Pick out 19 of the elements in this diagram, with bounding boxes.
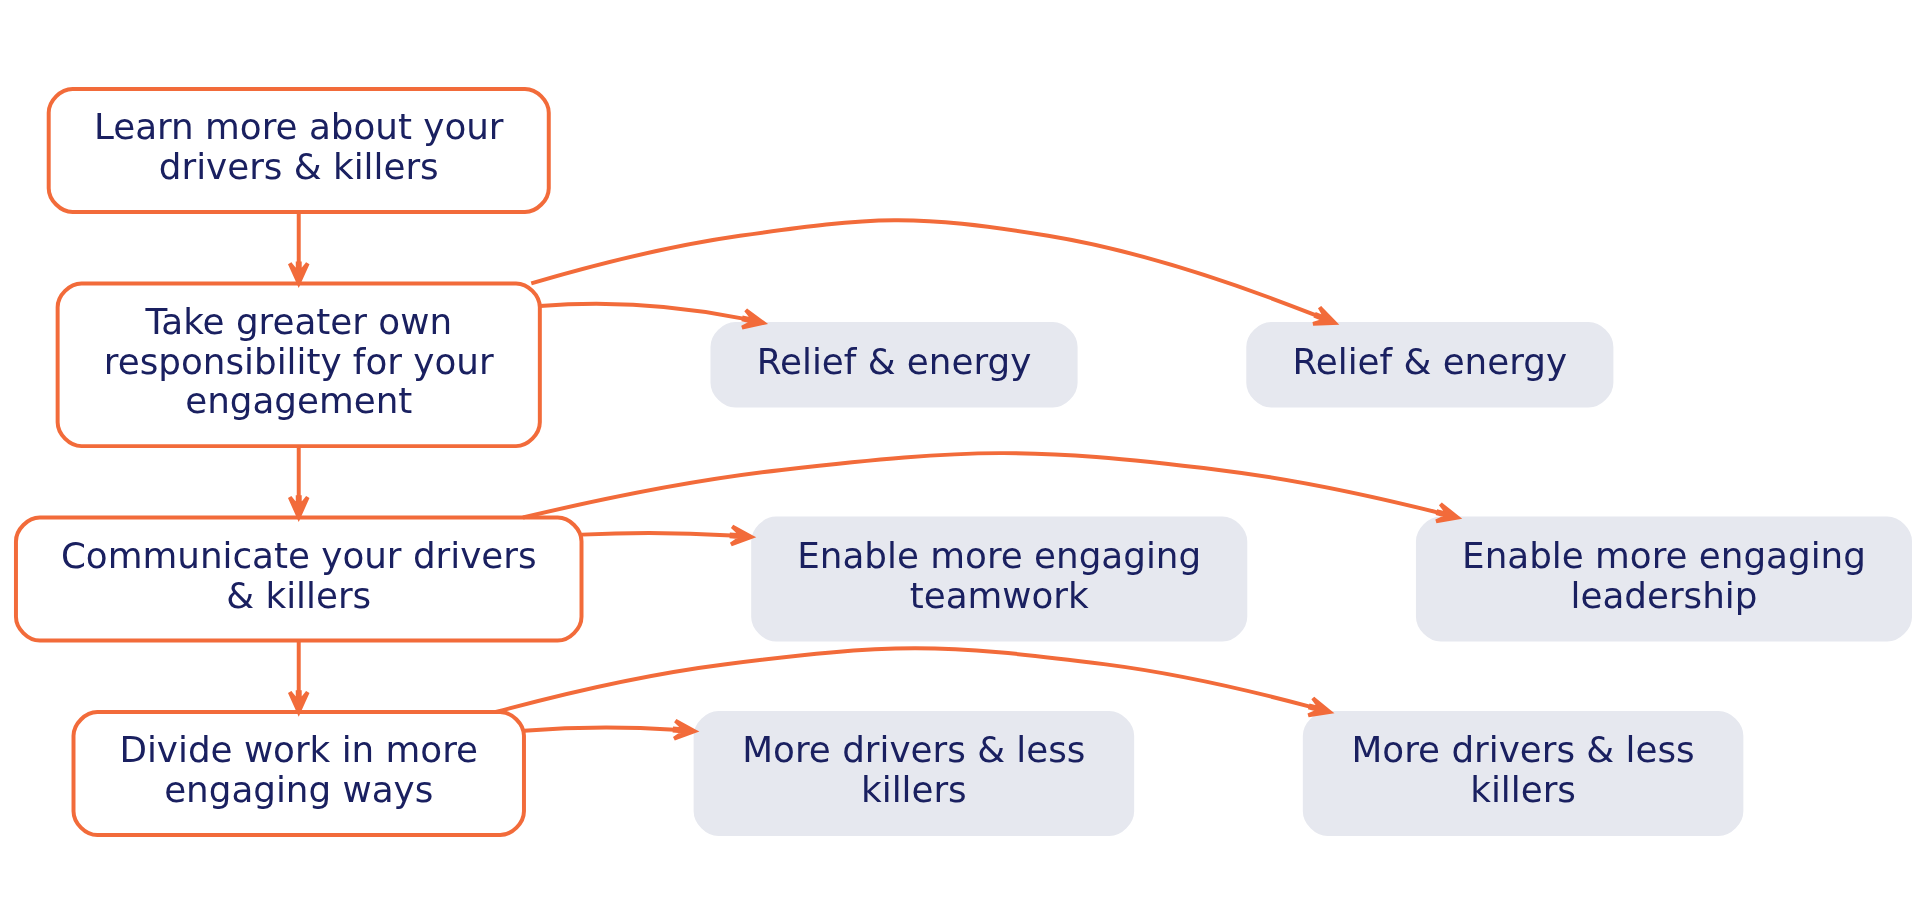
arrow [539,301,766,330]
node-box: More drivers & less killers [693,711,1135,837]
node-box: Divide work in more engaging ways [71,710,526,838]
arrow [530,218,1337,326]
arrow [522,451,1460,524]
node-box: Learn more about your drivers & killers [46,86,551,214]
arrow [581,524,754,547]
node-box: Take greater own responsibility for your engagement [55,281,542,449]
node-box: Communicate your drivers & killers [13,515,584,643]
node-box: Enable more engaging leadership [1415,516,1913,642]
arrow [495,646,1332,718]
node-box: Enable more engaging teamwork [751,516,1248,642]
arrow [287,640,310,714]
arrow [287,446,310,520]
node-box: Relief & energy [710,322,1078,408]
node-box: Relief & energy [1246,322,1614,408]
arrow [287,212,310,286]
arrow [523,718,697,741]
node-box: More drivers & less killers [1302,711,1744,837]
